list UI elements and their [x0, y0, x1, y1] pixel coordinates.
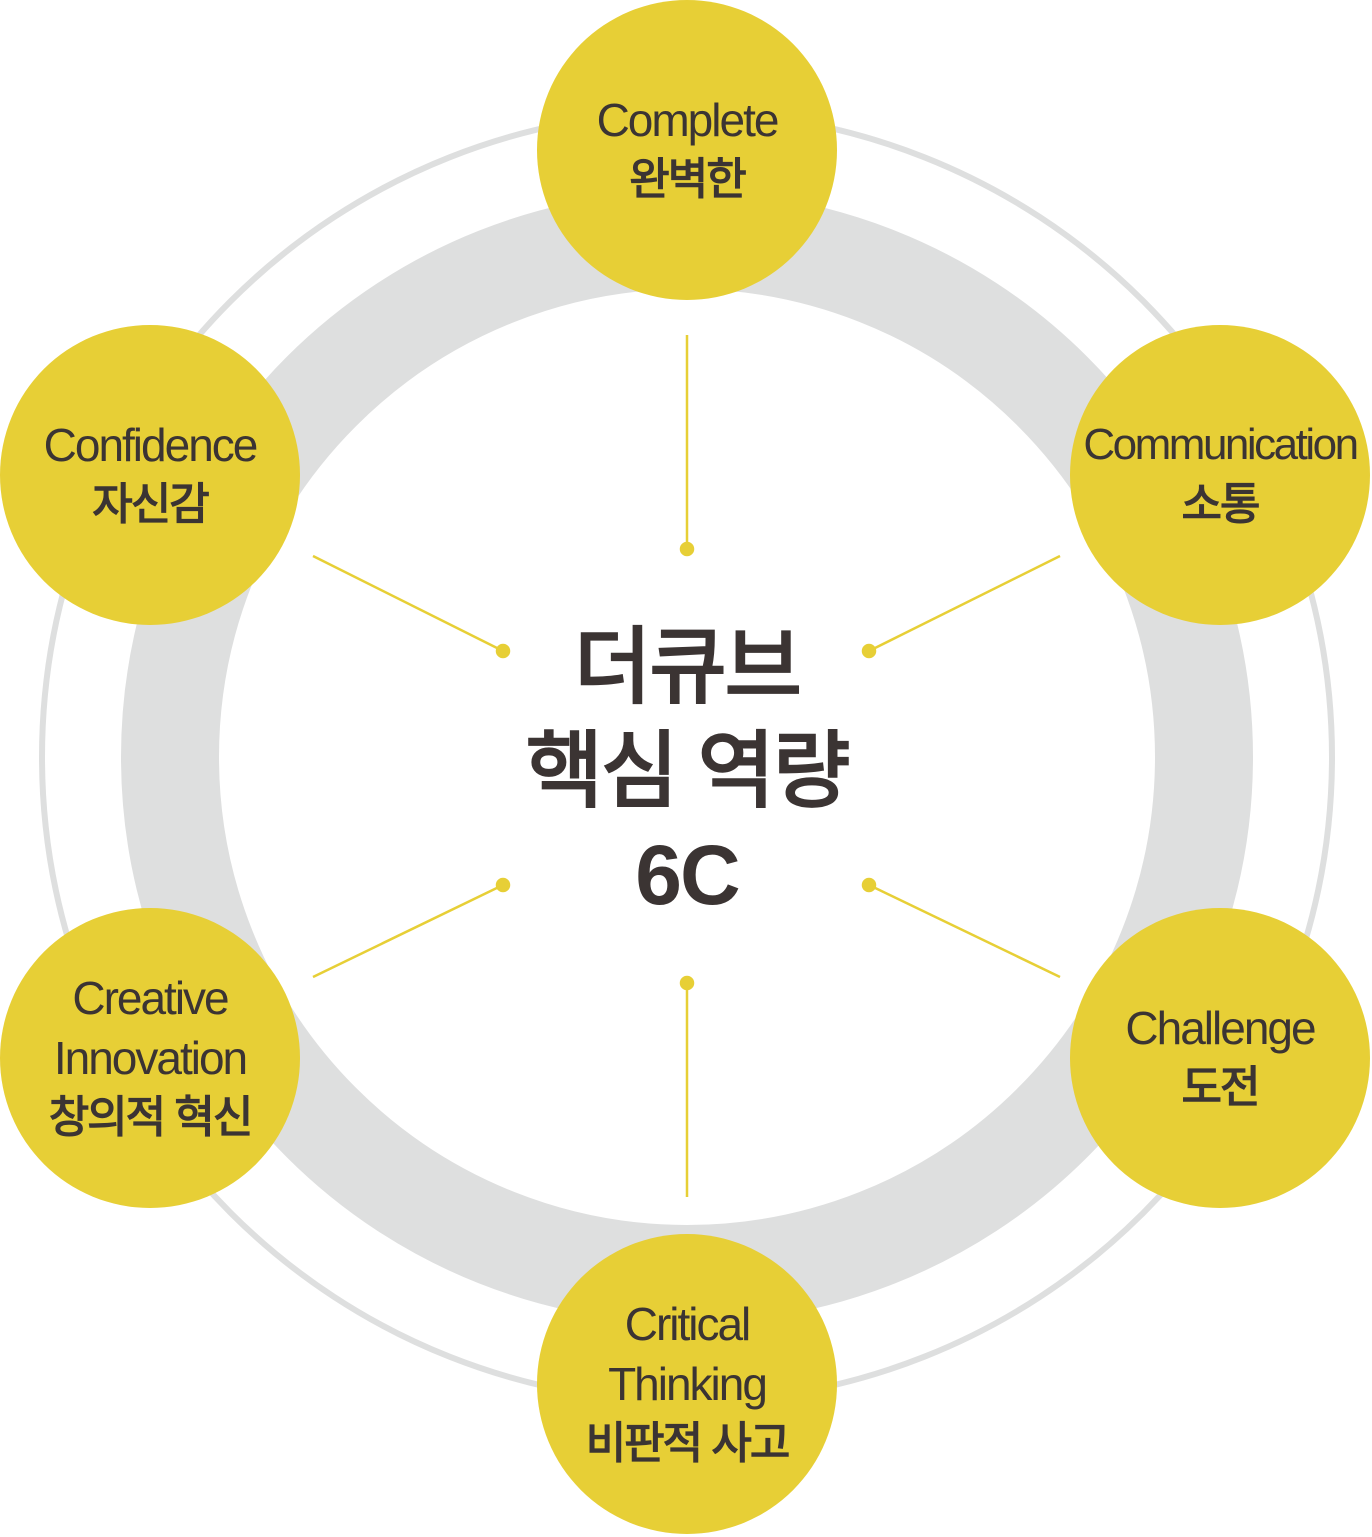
node-challenge: Challenge 도전	[1070, 908, 1370, 1208]
node-label-en-2: Thinking	[608, 1358, 768, 1410]
node-label-ko: 완벽한	[629, 155, 746, 204]
node-complete: Complete 완벽한	[537, 0, 837, 300]
node-label-ko: 비판적 사고	[585, 1419, 791, 1468]
center-title-line2: 핵심 역량	[525, 724, 850, 818]
node-label-ko: 자신감	[92, 480, 209, 529]
center-title-line1: 더큐브	[574, 620, 802, 714]
connector-line-lower-left	[312, 883, 504, 979]
node-label-ko: 창의적 혁신	[48, 1093, 254, 1142]
connector-line-upper-left	[312, 554, 504, 653]
node-communication: Communication 소통	[1070, 325, 1370, 625]
node-label-en: Challenge	[1125, 1002, 1316, 1054]
connector-dot-upper-right	[861, 643, 877, 659]
node-label-en: Complete	[596, 94, 780, 146]
connector-dot-lower-left	[495, 877, 511, 893]
node-creative-innovation: Creative Innovation 창의적 혁신	[0, 908, 300, 1208]
node-label-ko: 소통	[1181, 480, 1261, 529]
connector-line-lower-right	[868, 883, 1061, 979]
connector-dot-upper-left	[495, 643, 511, 659]
node-confidence: Confidence 자신감	[0, 325, 300, 625]
connector-dot-lower-right	[861, 877, 877, 893]
center-title: 더큐브 핵심 역량 6C	[437, 615, 937, 927]
center-title-line3: 6C	[635, 828, 740, 922]
node-label-en: Creative	[72, 972, 229, 1024]
node-label-en-2: Innovation	[53, 1032, 248, 1084]
node-label-en: Critical	[624, 1298, 752, 1350]
node-label-en: Confidence	[43, 419, 259, 471]
node-label-ko: 도전	[1181, 1063, 1261, 1112]
connector-dot-bottom	[679, 975, 695, 991]
node-label-en: Communication	[1083, 420, 1359, 469]
connector-dot-top	[679, 541, 695, 557]
connector-line-upper-right	[868, 554, 1061, 653]
node-critical-thinking: Critical Thinking 비판적 사고	[537, 1234, 837, 1534]
